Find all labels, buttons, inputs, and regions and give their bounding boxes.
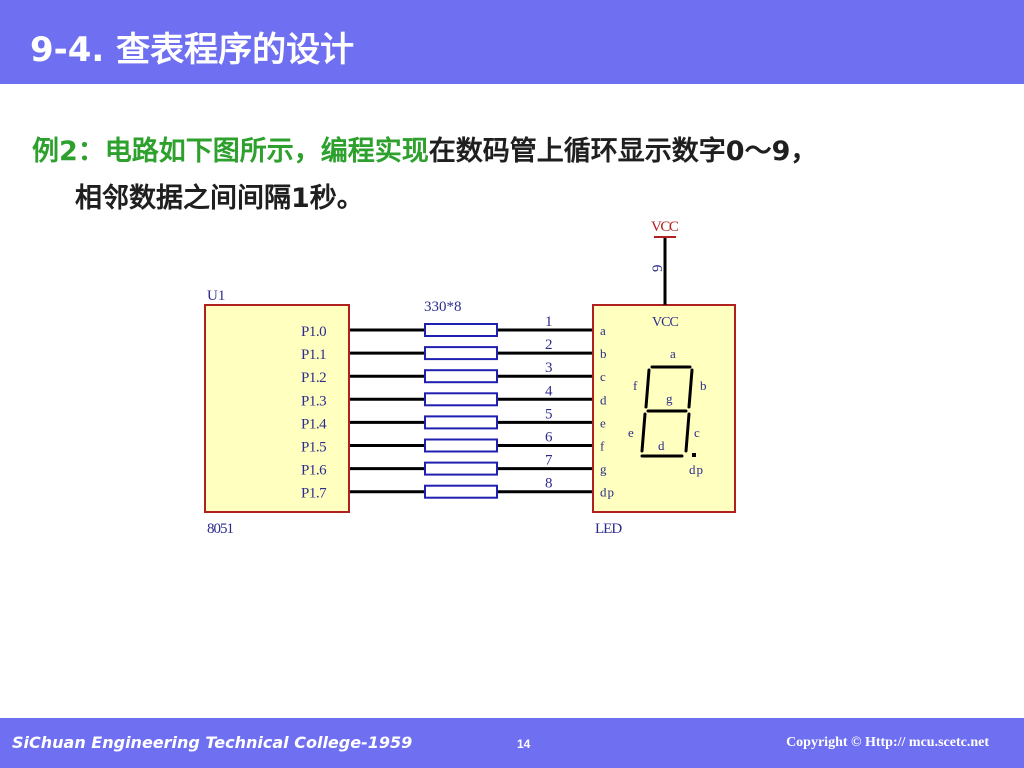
led-display [592, 304, 736, 513]
mcu-pin-label: P1.6 [301, 463, 327, 479]
resistor [424, 484, 498, 499]
led-pin-name: dp [600, 485, 615, 500]
mcu-ref-label: U1 [207, 288, 225, 304]
footer-copyright: Copyright © Http:// mcu.scetc.net [786, 735, 989, 750]
seg-label-d: d [658, 438, 665, 453]
resistor [424, 438, 498, 453]
led-pin-number: 2 [545, 337, 553, 353]
seg-label-g: g [666, 391, 673, 406]
resistor [424, 369, 498, 384]
seg-label-f: f [633, 378, 638, 393]
segment-dp [692, 453, 696, 457]
segment-b [687, 368, 694, 409]
problem-statement: 例2：电路如下图所示，编程实现在数码管上循环显示数字0～9， 相邻数据之间间隔1… [32, 128, 1007, 222]
statement-rest: 在数码管上循环显示数字0～9， [428, 136, 818, 167]
led-pin-number: 7 [545, 453, 553, 469]
footer-college: SiChuan Engineering Technical College-19… [12, 733, 413, 752]
segment-labels: a b c d e f g dp [628, 346, 707, 477]
resistor-array [424, 323, 498, 499]
led-pin-name: c [600, 369, 607, 384]
led-pin-name: e [600, 415, 607, 430]
resistor [424, 346, 498, 361]
led-pin-name: d [600, 392, 608, 407]
led-pin-name: g [600, 462, 608, 477]
mcu-pin-label: P1.4 [301, 416, 327, 432]
mcu-pin-label: P1.2 [301, 370, 326, 386]
circuit-diagram: U1 8051 P1.0P1.1P1.2P1.3P1.4P1.5P1.6P1.7… [204, 219, 736, 537]
title-bar: 9-4. 查表程序的设计 [0, 0, 1024, 84]
mcu-pin-label: P1.3 [301, 393, 326, 409]
led-pin-numbers: 1 2 3 4 5 6 7 8 [545, 314, 553, 492]
mcu-chip [204, 304, 350, 513]
led-pin-number: 6 [545, 430, 553, 446]
vcc-label: VCC [651, 219, 679, 235]
led-pin-name: a [600, 323, 607, 338]
mcu-pin-labels: P1.0P1.1P1.2P1.3P1.4P1.5P1.6P1.7 [301, 324, 328, 502]
mcu-part-label: 8051 [207, 521, 234, 537]
seven-segment-digit [640, 365, 694, 458]
page-number: 14 [517, 737, 531, 751]
led-pin-name: b [600, 346, 608, 361]
vcc-pin-number: 9 [650, 265, 666, 273]
led-pin-number: 8 [545, 476, 553, 492]
resistor [424, 415, 498, 430]
led-pin-number: 3 [545, 360, 553, 376]
statement-line-2: 相邻数据之间间隔1秒。 [75, 183, 364, 214]
seg-label-c: c [694, 425, 700, 440]
led-pin-number: 4 [545, 383, 553, 399]
seg-label-dp: dp [689, 462, 704, 477]
slide-title: 9-4. 查表程序的设计 [30, 30, 355, 70]
resistor-label: 330*8 [424, 299, 462, 315]
mcu-pin-label: P1.5 [301, 440, 326, 456]
resistor [424, 461, 498, 476]
segment-c [684, 412, 691, 453]
seg-label-a: a [670, 346, 676, 361]
footer-bar: SiChuan Engineering Technical College-19… [0, 718, 1024, 768]
resistor [424, 392, 498, 407]
led-part-label: LED [595, 521, 622, 537]
mcu-pin-label: P1.1 [301, 347, 326, 363]
seg-label-e: e [628, 425, 634, 440]
led-pin-number: 1 [545, 314, 553, 330]
mcu-pin-label: P1.7 [301, 486, 327, 502]
led-pin-number: 5 [545, 406, 553, 422]
mcu-pin-label: P1.0 [301, 324, 326, 340]
statement-highlight: 例2：电路如下图所示，编程实现 [32, 136, 429, 167]
segment-f [644, 368, 651, 409]
led-vcc-pin-label: VCC [652, 315, 678, 330]
led-pin-name: f [600, 439, 605, 454]
segment-e [640, 412, 647, 453]
resistor [424, 323, 498, 337]
seg-label-b: b [700, 378, 707, 393]
